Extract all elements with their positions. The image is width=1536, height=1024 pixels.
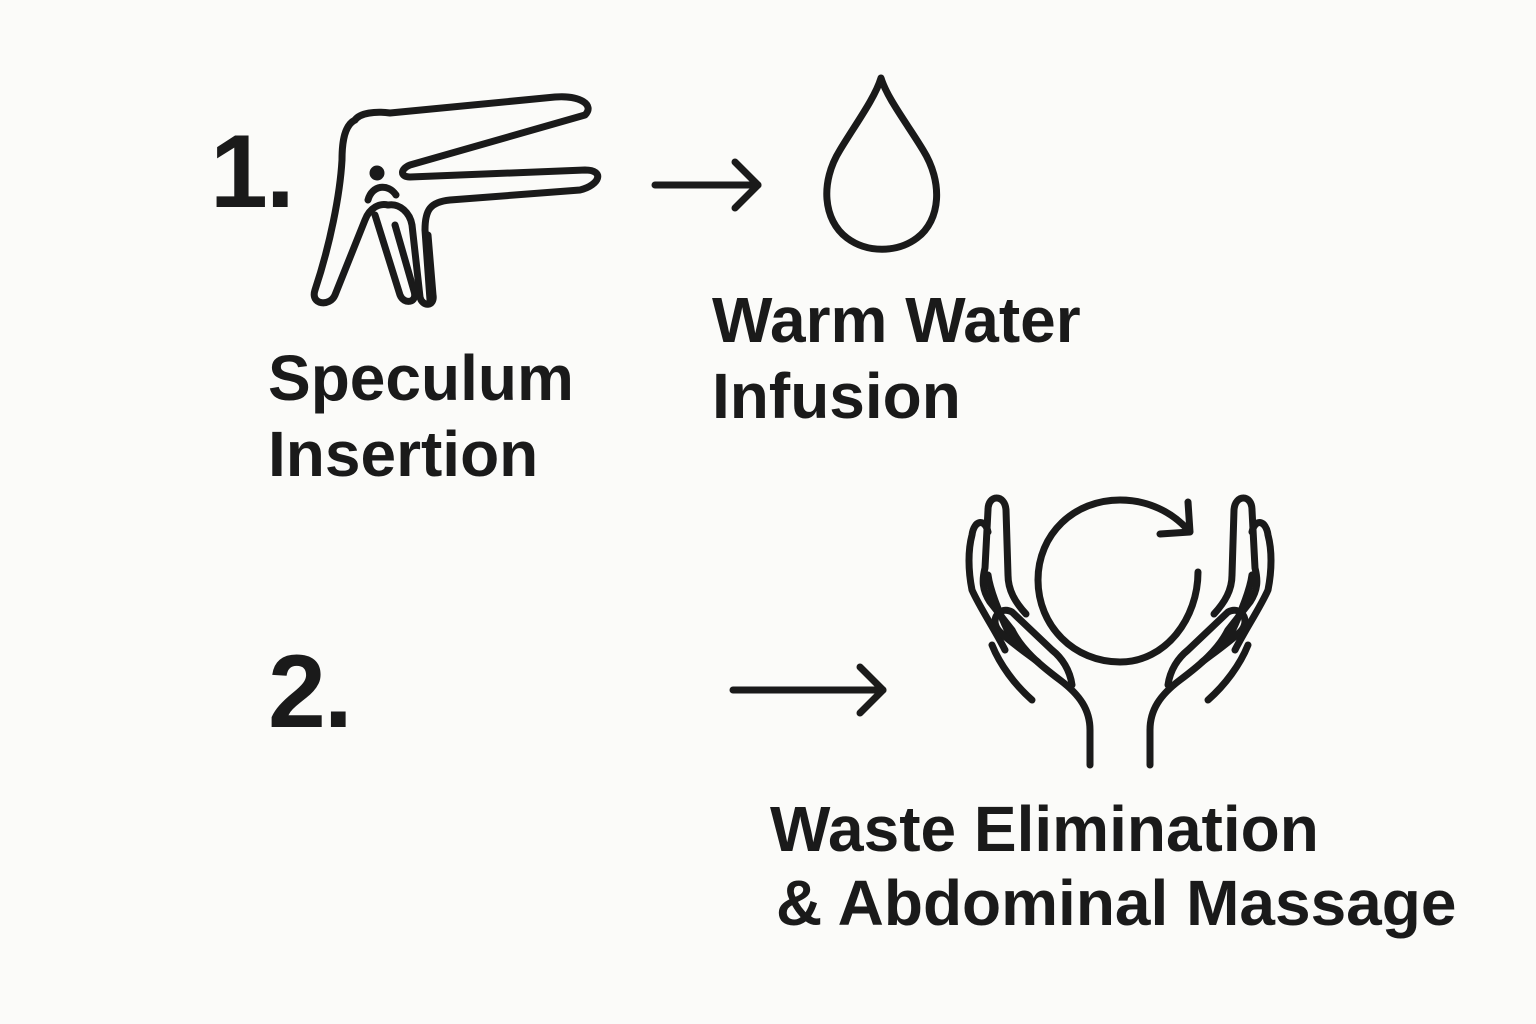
step-number-2: 2. (268, 634, 353, 750)
arrow-right-icon (729, 663, 887, 717)
step-number-1: 1. (210, 114, 295, 230)
step-label-line: Warm Water (712, 284, 1081, 356)
step-label-warm-water-infusion: Warm Water Infusion (712, 282, 1081, 434)
step-label-line: Speculum (268, 342, 574, 414)
step-label-speculum-insertion: Speculum Insertion (268, 340, 574, 492)
step-label-line: Waste Elimination (770, 793, 1319, 865)
arrow-right-icon (651, 158, 762, 212)
hands-circle-arrow-icon (965, 494, 1275, 769)
water-drop-icon (823, 74, 941, 253)
step-label-line: & Abdominal Massage (776, 867, 1457, 939)
step-label-line: Insertion (268, 418, 539, 490)
step-label-line: Infusion (712, 360, 961, 432)
step-label-waste-elimination: Waste Elimination & Abdominal Massage (770, 792, 1456, 940)
speculum-icon (310, 93, 601, 308)
